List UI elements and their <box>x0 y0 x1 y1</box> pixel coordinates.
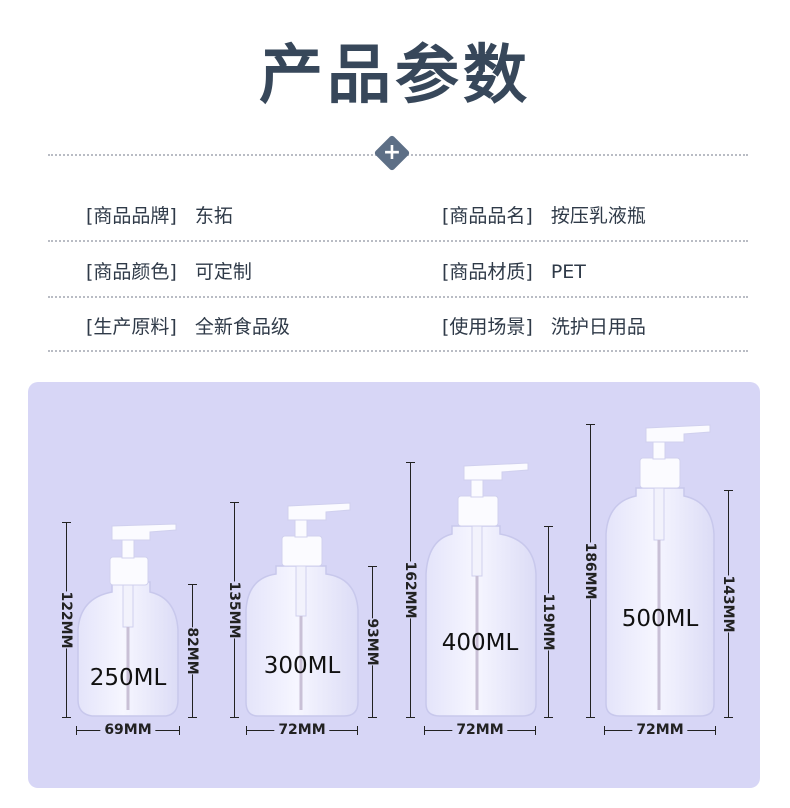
divider-dotted <box>48 296 748 298</box>
total-height-label: 162MM <box>400 561 420 619</box>
spec-row-material: [商品材质] PET <box>442 257 586 284</box>
capacity-label: 300ML <box>263 653 341 679</box>
body-height-label: 93MM <box>362 618 382 666</box>
divider-dotted <box>48 240 748 242</box>
width-label: 72MM <box>452 722 508 738</box>
width-label: 72MM <box>632 722 688 738</box>
divider-dotted <box>48 350 748 352</box>
spec-row-color: [商品颜色] 可定制 <box>86 257 252 284</box>
total-height-label: 135MM <box>224 581 244 639</box>
spec-row-raw-material: [生产原料] 全新食品级 <box>86 312 290 339</box>
width-label: 72MM <box>274 722 330 738</box>
bottle-250ml-image <box>77 523 179 717</box>
capacity-label: 250ML <box>89 665 167 691</box>
spec-key: [商品材质] <box>442 261 533 283</box>
total-height-label: 122MM <box>56 591 76 649</box>
capacity-label: 400ML <box>441 630 519 656</box>
body-height-label: 143MM <box>718 575 738 633</box>
spec-row-usage: [使用场景] 洗护日用品 <box>442 312 646 339</box>
width-label: 69MM <box>100 722 156 738</box>
spec-key: [商品颜色] <box>86 261 177 283</box>
total-height-label: 186MM <box>580 542 600 600</box>
spec-value: 按压乳液瓶 <box>550 205 646 227</box>
spec-value: 洗护日用品 <box>550 316 646 338</box>
bottle-400ml-image <box>425 462 537 717</box>
spec-row-brand: [商品品牌] 东拓 <box>86 201 233 228</box>
spec-key: [商品品名] <box>442 205 533 227</box>
body-height-label: 119MM <box>538 593 558 651</box>
body-height-label: 82MM <box>182 627 202 675</box>
spec-key: [商品品牌] <box>86 205 177 227</box>
plus-icon: + <box>382 140 402 165</box>
spec-row-name: [商品品名] 按压乳液瓶 <box>442 201 646 228</box>
spec-value: PET <box>550 261 586 283</box>
bottle-500ml-image <box>605 424 715 717</box>
bottle-300ml-image <box>245 502 359 717</box>
capacity-label: 500ML <box>621 606 699 632</box>
spec-value: 东拓 <box>194 205 233 227</box>
spec-value: 可定制 <box>194 261 252 283</box>
spec-key: [生产原料] <box>86 316 177 338</box>
spec-value: 全新食品级 <box>194 316 290 338</box>
page-title: 产品参数 <box>259 39 531 113</box>
spec-key: [使用场景] <box>442 316 533 338</box>
